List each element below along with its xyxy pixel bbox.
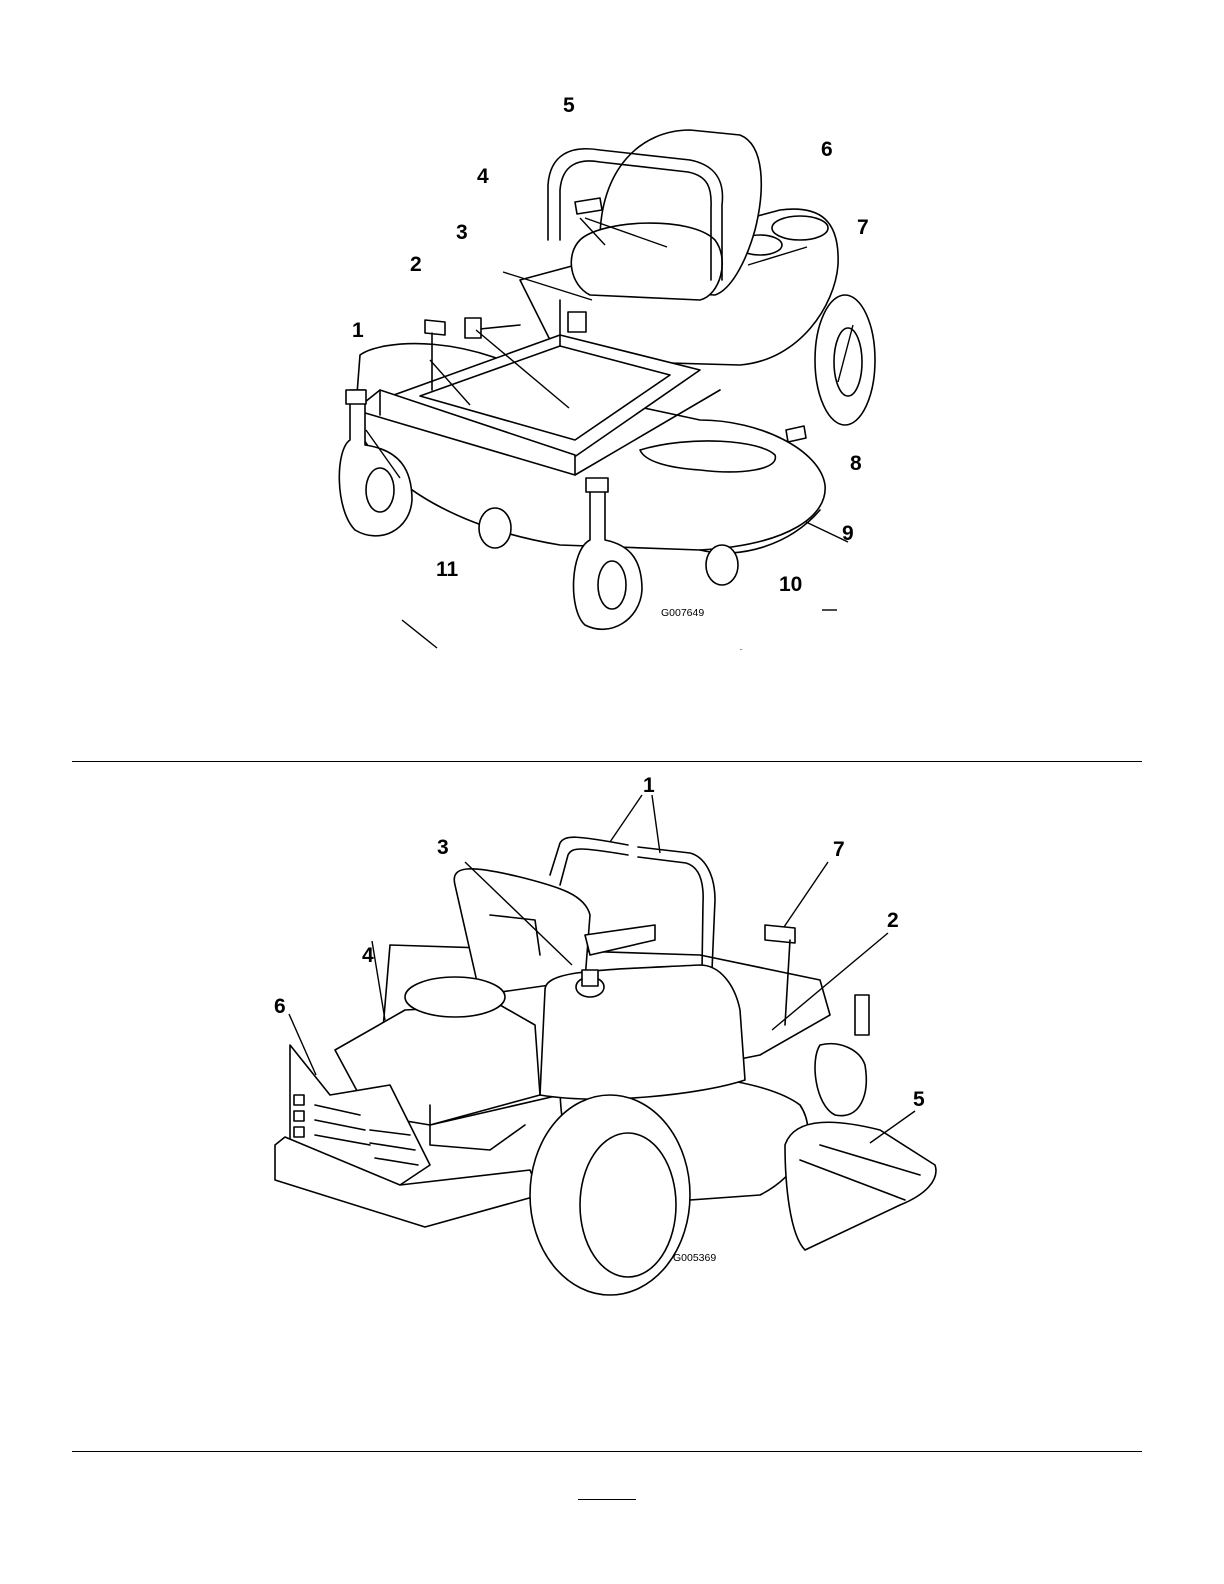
figure-code: G007649 bbox=[661, 607, 704, 619]
callout-7: 7 bbox=[833, 838, 845, 861]
figure-front-view: 5 6 4 7 3 2 1 8 9 10 11 G007649 bbox=[0, 90, 1224, 650]
front-view-labels: 5 6 4 7 3 2 1 8 9 10 11 G007649 bbox=[0, 90, 1224, 650]
callout-8: 8 bbox=[850, 452, 862, 475]
callout-7: 7 bbox=[857, 216, 869, 239]
callout-5: 5 bbox=[563, 94, 575, 117]
callout-2: 2 bbox=[887, 909, 899, 932]
callout-2: 2 bbox=[410, 253, 422, 276]
callout-10: 10 bbox=[779, 573, 802, 596]
callout-5: 5 bbox=[913, 1088, 925, 1111]
section-divider bbox=[72, 761, 1142, 762]
callout-1: 1 bbox=[643, 774, 655, 797]
callout-3: 3 bbox=[456, 221, 468, 244]
callout-3: 3 bbox=[437, 836, 449, 859]
footer-divider bbox=[72, 1451, 1142, 1452]
figure-code: G005369 bbox=[673, 1252, 716, 1264]
callout-4: 4 bbox=[362, 944, 374, 967]
rear-view-labels: 1 3 7 2 4 6 5 G005369 bbox=[0, 765, 1224, 1325]
page-number-line bbox=[578, 1499, 636, 1500]
callout-9: 9 bbox=[842, 522, 854, 545]
callout-11: 11 bbox=[436, 558, 459, 581]
callout-6: 6 bbox=[821, 138, 833, 161]
callout-1: 1 bbox=[352, 319, 364, 342]
callout-6: 6 bbox=[274, 995, 286, 1018]
callout-4: 4 bbox=[477, 165, 489, 188]
figure-rear-view: 1 3 7 2 4 6 5 G005369 bbox=[0, 765, 1224, 1325]
